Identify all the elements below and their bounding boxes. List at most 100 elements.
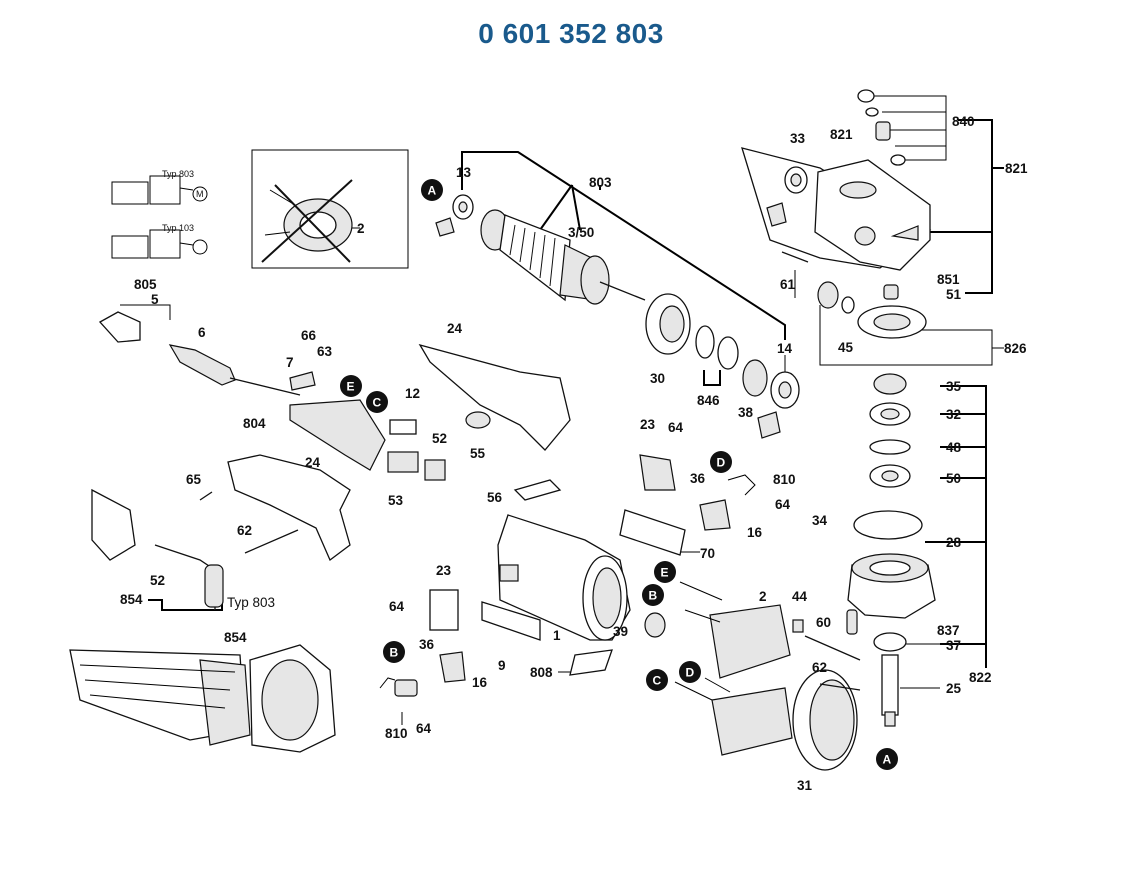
label-808: 808	[530, 665, 553, 680]
label-16-top: 16	[747, 525, 763, 540]
marker-d-top: D	[710, 451, 732, 473]
label-6: 6	[198, 325, 206, 340]
label-1: 1	[553, 628, 561, 643]
svg-text:A: A	[428, 184, 437, 198]
svg-text:A: A	[883, 753, 892, 767]
label-805: 805	[134, 277, 157, 292]
svg-text:E: E	[347, 380, 355, 394]
label-13: 13	[456, 165, 472, 180]
marker-c-left: C	[366, 391, 388, 413]
label-5: 5	[151, 292, 159, 307]
label-34: 34	[812, 513, 828, 528]
label-52-bottom: 52	[150, 573, 165, 588]
typ-103-schematic-label: Typ 103	[162, 223, 194, 233]
label-36-bottom: 36	[419, 637, 435, 652]
label-70: 70	[700, 546, 715, 561]
label-803: 803	[589, 175, 612, 190]
label-55: 55	[470, 446, 486, 461]
label-44: 44	[792, 589, 808, 604]
svg-text:C: C	[373, 396, 382, 410]
label-64-bottom: 64	[416, 721, 432, 736]
installed-view-inset	[69, 644, 336, 753]
label-64-top: 64	[668, 420, 684, 435]
marker-d-bottom: D	[679, 661, 701, 683]
label-52-top: 52	[432, 431, 447, 446]
typ-803-label: Typ 803	[227, 595, 275, 610]
label-51: 51	[946, 287, 962, 302]
parts-drawings	[91, 89, 936, 771]
typ-803-schematic-label: Typ 803	[162, 169, 194, 179]
label-2-stator: 2	[759, 589, 767, 604]
label-64-left: 64	[389, 599, 405, 614]
label-821-top: 821	[830, 127, 853, 142]
label-826: 826	[1004, 341, 1027, 356]
label-45: 45	[838, 340, 854, 355]
label-66: 66	[301, 328, 317, 343]
label-25: 25	[946, 681, 962, 696]
label-32: 32	[946, 407, 961, 422]
label-50: 50	[946, 471, 961, 486]
label-14: 14	[777, 341, 793, 356]
label-38: 38	[738, 405, 754, 420]
wiring-schematic: M Typ 803 Typ 103	[111, 169, 208, 259]
label-854-inset: 854	[224, 630, 247, 645]
label-7: 7	[286, 355, 294, 370]
marker-c-bottom: C	[646, 669, 668, 691]
label-31: 31	[797, 778, 813, 793]
marker-e-left: E	[340, 375, 362, 397]
label-840: 840	[952, 114, 975, 129]
label-48: 48	[946, 440, 962, 455]
svg-text:D: D	[686, 666, 695, 680]
marker-b-left: B	[383, 641, 405, 663]
marker-e-right: E	[654, 561, 676, 583]
label-62-left: 62	[237, 523, 252, 538]
label-837: 837	[937, 623, 960, 638]
marker-b-right: B	[642, 584, 664, 606]
label-36-top: 36	[690, 471, 706, 486]
label-24-bottom: 24	[305, 455, 321, 470]
label-24-top: 24	[447, 321, 463, 336]
motor-symbol: M	[196, 189, 204, 199]
label-9: 9	[498, 658, 506, 673]
label-53: 53	[388, 493, 404, 508]
page-title: 0 601 352 803	[478, 18, 664, 49]
label-39: 39	[613, 624, 628, 639]
label-62-right: 62	[812, 660, 827, 675]
label-35: 35	[946, 379, 962, 394]
label-3-50: 3/50	[568, 225, 594, 240]
label-33: 33	[790, 131, 806, 146]
label-16-bottom: 16	[472, 675, 488, 690]
label-804: 804	[243, 416, 266, 431]
svg-text:E: E	[661, 566, 669, 580]
label-23-bottom: 23	[436, 563, 452, 578]
label-23-top: 23	[640, 417, 656, 432]
label-2-inset: 2	[357, 221, 365, 236]
crossed-out-stator-inset	[251, 149, 409, 269]
label-12: 12	[405, 386, 420, 401]
label-60: 60	[816, 615, 831, 630]
label-854-bracket: 854	[120, 592, 143, 607]
label-821-right: 821	[1005, 161, 1028, 176]
svg-text:B: B	[390, 646, 399, 660]
label-28: 28	[946, 535, 962, 550]
label-61: 61	[780, 277, 796, 292]
marker-a-top: A	[421, 179, 443, 201]
marker-a-bottom: A	[876, 748, 898, 770]
part-labels: 13 803 3/50 14 30 846 38 33 840 821 821 …	[120, 114, 1028, 793]
svg-text:D: D	[717, 456, 726, 470]
bracket-lines	[120, 95, 1004, 725]
svg-text:C: C	[653, 674, 662, 688]
label-63: 63	[317, 344, 333, 359]
label-810-bottom: 810	[385, 726, 408, 741]
label-810-top: 810	[773, 472, 796, 487]
label-56: 56	[487, 490, 503, 505]
label-822: 822	[969, 670, 992, 685]
label-37: 37	[946, 638, 961, 653]
label-64-right: 64	[775, 497, 791, 512]
label-851: 851	[937, 272, 960, 287]
svg-text:B: B	[649, 589, 658, 603]
label-30: 30	[650, 371, 665, 386]
label-65: 65	[186, 472, 202, 487]
label-846: 846	[697, 393, 720, 408]
